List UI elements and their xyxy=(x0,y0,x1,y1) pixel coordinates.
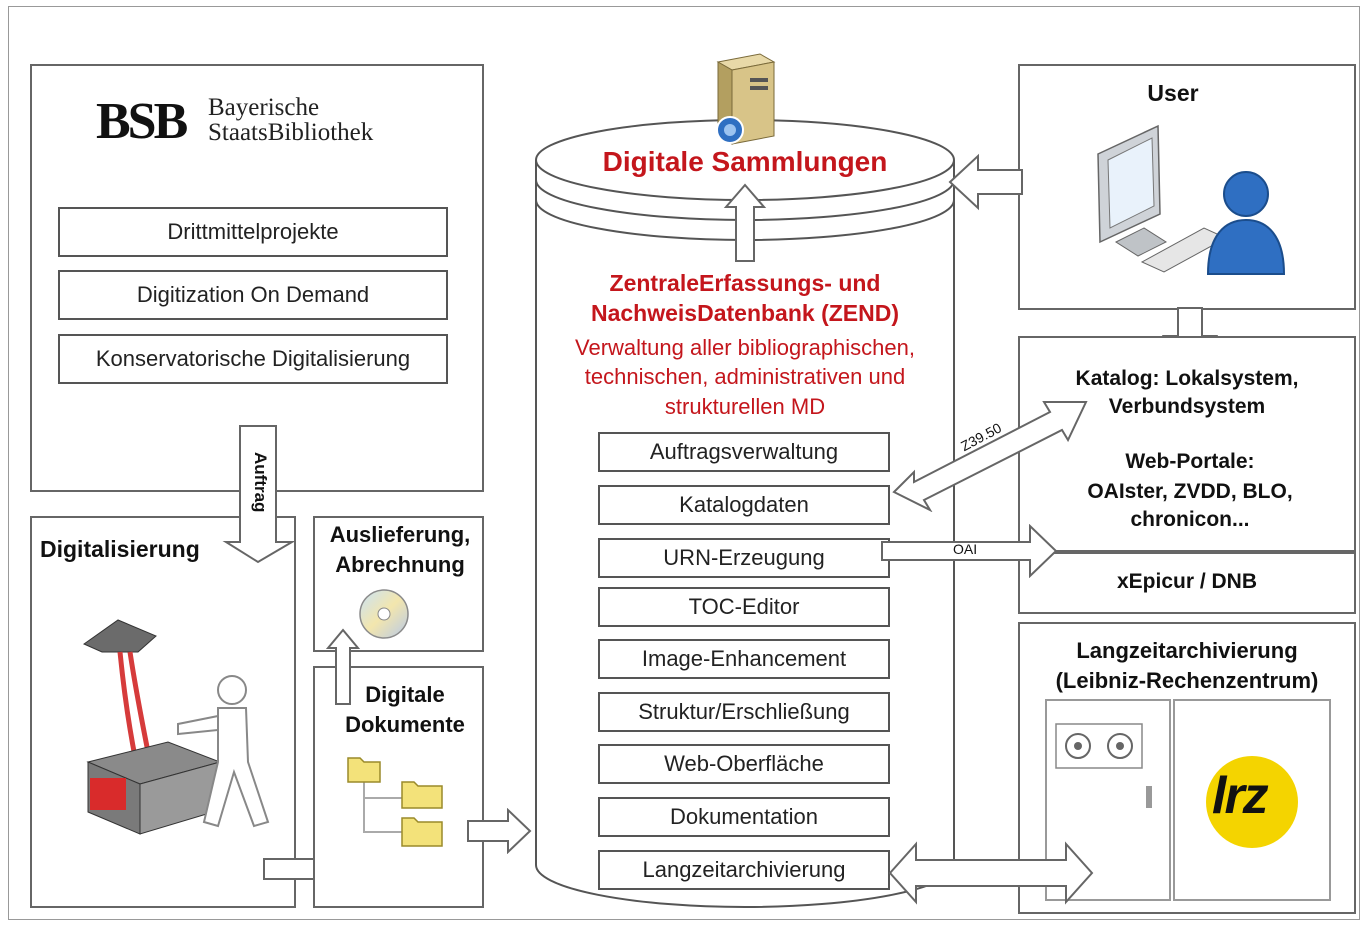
diagram-frame xyxy=(8,6,1360,920)
zend-desc-line1: Verwaltung aller bibliographischen, xyxy=(575,335,915,360)
module-auftragsverwaltung: Auftragsverwaltung xyxy=(598,432,890,472)
module-struktur-erschliessung: Struktur/Erschließung xyxy=(598,692,890,732)
module-langzeitarchivierung: Langzeitarchivierung xyxy=(598,850,890,890)
digitalisierung-panel xyxy=(30,516,296,908)
oai-arrow xyxy=(881,524,1058,578)
module-dokumentation: Dokumentation xyxy=(598,797,890,837)
auslieferung-label: Auslieferung, Abrechnung xyxy=(329,522,471,577)
box-drittmittelprojekte: Drittmittelprojekte xyxy=(58,207,448,257)
module-katalogdaten: Katalogdaten xyxy=(598,485,890,525)
langzeit-double-arrow xyxy=(888,841,1094,905)
module-toc-editor: TOC-Editor xyxy=(598,587,890,627)
user-to-db-arrow xyxy=(948,153,1023,211)
bsb-logo-line2: StaatsBibliothek xyxy=(208,119,374,146)
scanner-illustration-icon xyxy=(82,619,270,835)
bsb-logo-letters: BSB xyxy=(96,93,188,150)
zend-desc-line3: strukturellen MD xyxy=(664,394,826,419)
folder-tree-icon xyxy=(347,757,443,847)
computer-user-icon xyxy=(1097,124,1286,275)
langzeit-title: Langzeitarchivierung xyxy=(1076,638,1298,663)
user-panel xyxy=(1018,64,1356,310)
webportale-items: OAIster, ZVDD, BLO, chronicon... xyxy=(1087,480,1293,531)
z3950-arrow xyxy=(892,401,1088,512)
digitale-dokumente-panel xyxy=(313,666,484,908)
user-label: User xyxy=(1147,80,1199,106)
module-urn-erzeugung: URN-Erzeugung xyxy=(598,538,890,578)
zend-desc-line2: technischen, administrativen und xyxy=(584,364,906,389)
up-arrow-dokumente xyxy=(326,628,360,705)
bsb-logo: BSB Bayerische StaatsBibliothek xyxy=(96,92,416,154)
zend-line2: NachweisDatenbank (ZEND) xyxy=(590,300,899,326)
box-digitization-on-demand: Digitization On Demand xyxy=(58,270,448,320)
box-konservatorische-digitalisierung: Konservatorische Digitalisierung xyxy=(58,334,448,384)
auftrag-label: Auftrag xyxy=(251,452,270,513)
xepicur-label: xEpicur / DNB xyxy=(1116,570,1258,593)
cd-icon xyxy=(359,589,409,639)
zend-line1: ZentraleErfassungs- und xyxy=(609,270,881,296)
module-web-oberflaeche: Web-Oberfläche xyxy=(598,744,890,784)
lrz-logo-text: lrz xyxy=(1212,767,1269,825)
katalog-label: Katalog: Lokalsystem, Verbundsystem xyxy=(1075,367,1299,418)
server-icon xyxy=(716,53,776,145)
bsb-logo-line1: Bayerische xyxy=(208,94,320,121)
langzeit-subtitle: (Leibniz-Rechenzentrum) xyxy=(1055,668,1319,693)
katalog-panel xyxy=(1018,336,1356,552)
xepicur-panel xyxy=(1018,552,1356,614)
auftrag-arrow xyxy=(222,425,296,564)
digitale-sammlungen-title: Digitale Sammlungen xyxy=(602,146,888,177)
dokumente-to-zend-arrow xyxy=(467,808,532,854)
up-arrow-zend xyxy=(723,183,767,262)
oai-label: OAI xyxy=(953,541,978,557)
digitalisierung-label: Digitalisierung xyxy=(40,536,200,562)
module-image-enhancement: Image-Enhancement xyxy=(598,639,890,679)
webportale-title: Web-Portale: xyxy=(1125,450,1255,473)
digitale-dokumente-label: Digitale Dokumente xyxy=(345,682,465,737)
